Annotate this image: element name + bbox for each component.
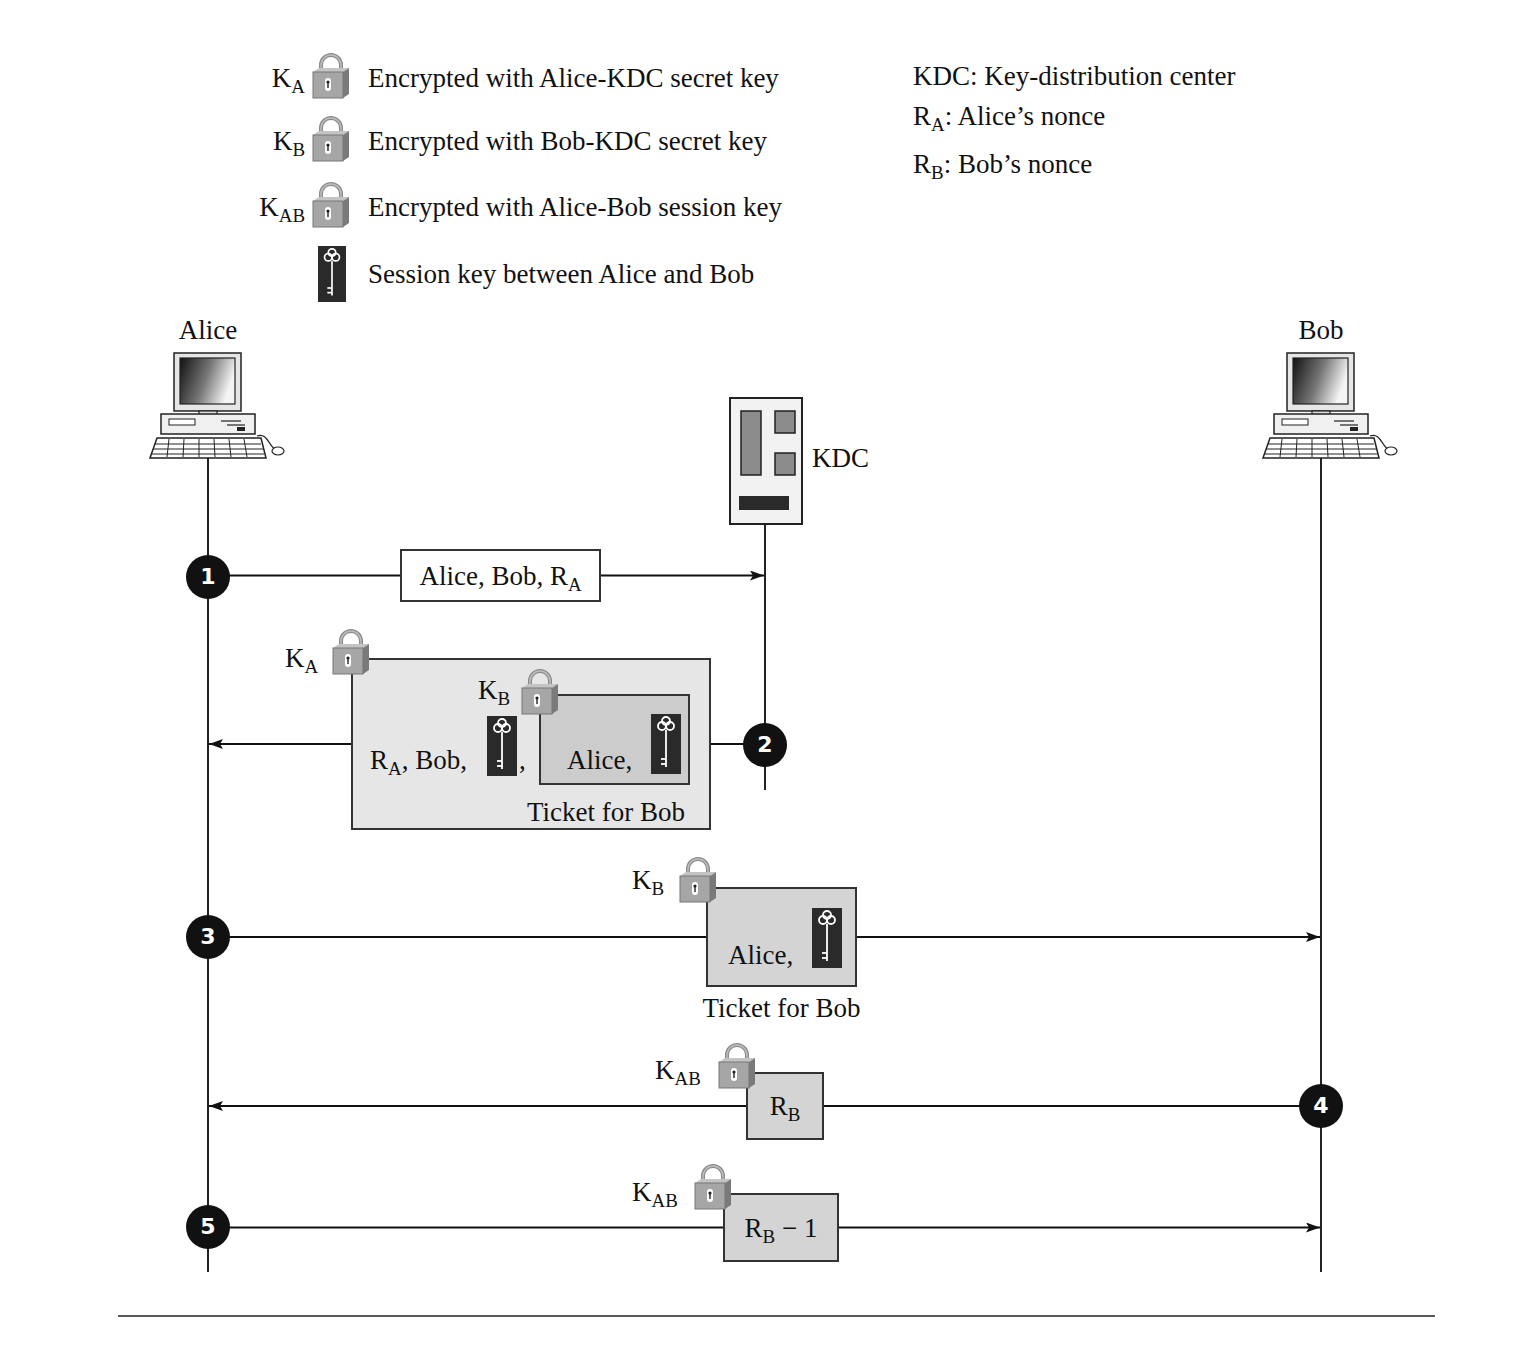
subscript: A — [291, 76, 305, 97]
key-label: KB — [478, 675, 510, 705]
legend-text: Encrypted with Alice-Bob session key — [368, 192, 782, 222]
lock-icon — [719, 1045, 755, 1088]
key-icon — [487, 716, 517, 776]
message-box: KABRB − 1 — [723, 1193, 839, 1262]
message-box: KARA, Bob,,Ticket for BobKBAlice, — [351, 658, 711, 830]
lock-icon — [330, 628, 372, 676]
key-label: KAB — [632, 1177, 678, 1207]
callout-number: 2 — [743, 723, 787, 767]
subscript: A — [388, 758, 402, 779]
node-text: Ticket for Bob — [527, 797, 685, 827]
subscript: A — [568, 574, 582, 595]
message-arrow — [824, 1105, 1320, 1107]
pc-icon — [150, 353, 284, 458]
key-label: KAB — [655, 1055, 701, 1085]
key-label: KA — [200, 63, 305, 93]
lock-icon — [519, 668, 561, 716]
key-label: KB — [632, 865, 664, 895]
bottom-rule — [118, 1315, 1435, 1317]
ticket-box: KBAlice,Ticket for Bob — [706, 887, 857, 987]
message-box: KABRB — [746, 1072, 824, 1140]
key-label: KAB — [200, 192, 305, 222]
subscript: A — [931, 114, 945, 135]
subscript: B — [292, 139, 305, 160]
node-text: KDC — [812, 443, 869, 473]
ticket-box: KBAlice, — [539, 694, 690, 785]
key-icon — [812, 908, 842, 968]
message-arrow — [209, 743, 351, 745]
lock-icon — [677, 856, 719, 904]
subscript: B — [498, 688, 511, 709]
node-text: , — [519, 745, 526, 775]
lock-icon — [716, 1042, 758, 1090]
subscript: B — [788, 1104, 801, 1125]
callout-number: 3 — [186, 915, 230, 959]
message-arrow — [209, 936, 706, 938]
note: RB: Bob’s nonce — [913, 149, 1092, 179]
lock-icon — [692, 1163, 734, 1211]
key-icon — [487, 716, 517, 776]
legend-text: Encrypted with Bob-KDC secret key — [368, 126, 767, 156]
srv-icon — [730, 398, 802, 524]
subscript: B — [931, 162, 944, 183]
lock-icon — [333, 631, 369, 674]
key-icon — [651, 714, 681, 774]
node-text: Alice, Bob, RA — [419, 561, 581, 591]
message-arrow — [209, 1227, 723, 1229]
lock-icon — [522, 671, 558, 714]
node-text: Alice, — [567, 745, 632, 775]
lifeline — [1320, 458, 1322, 1272]
participant: Bob — [1320, 315, 1322, 1272]
node-text: Bob — [1260, 315, 1382, 345]
subscript: A — [305, 656, 319, 677]
pc-icon — [149, 352, 285, 460]
node-text: RA, Bob, — [370, 745, 467, 775]
subscript: B — [763, 1226, 776, 1247]
node-text: RB − 1 — [745, 1213, 818, 1243]
pc-icon — [1262, 352, 1398, 460]
callout-number: 4 — [1299, 1084, 1343, 1128]
message-arrow — [839, 1227, 1320, 1229]
key-label: KB — [200, 126, 305, 156]
subscript: AB — [652, 1190, 678, 1211]
lock-icon — [313, 118, 349, 161]
srv-icon — [729, 397, 803, 525]
lock-icon — [313, 55, 349, 98]
pc-icon — [1263, 353, 1397, 458]
key-icon — [318, 246, 346, 302]
legend-text: Encrypted with Alice-KDC secret key — [368, 63, 779, 93]
note: RA: Alice’s nonce — [913, 101, 1105, 131]
message-arrow — [209, 575, 400, 577]
message-arrow — [601, 575, 764, 577]
participant: Alice — [207, 315, 209, 1272]
key-icon — [651, 714, 681, 774]
subscript: AB — [675, 1068, 701, 1089]
node-text: Ticket for Bob — [703, 993, 861, 1023]
message-box: Alice, Bob, RA — [400, 549, 601, 602]
lock-icon — [313, 184, 349, 227]
note: KDC: Key-distribution center — [913, 61, 1235, 91]
key-icon — [812, 908, 842, 968]
node-text: Alice, — [728, 940, 793, 970]
node-text: Alice — [147, 315, 269, 345]
lock-icon — [680, 859, 716, 902]
subscript: AB — [279, 205, 305, 226]
key-label: KA — [285, 643, 318, 673]
node-text: RB — [770, 1091, 801, 1121]
legend-text: Session key between Alice and Bob — [368, 259, 754, 289]
subscript: B — [652, 878, 665, 899]
message-arrow — [209, 1105, 746, 1107]
message-arrow — [857, 936, 1320, 938]
callout-number: 1 — [186, 555, 230, 599]
lock-icon — [695, 1166, 731, 1209]
callout-number: 5 — [186, 1205, 230, 1249]
